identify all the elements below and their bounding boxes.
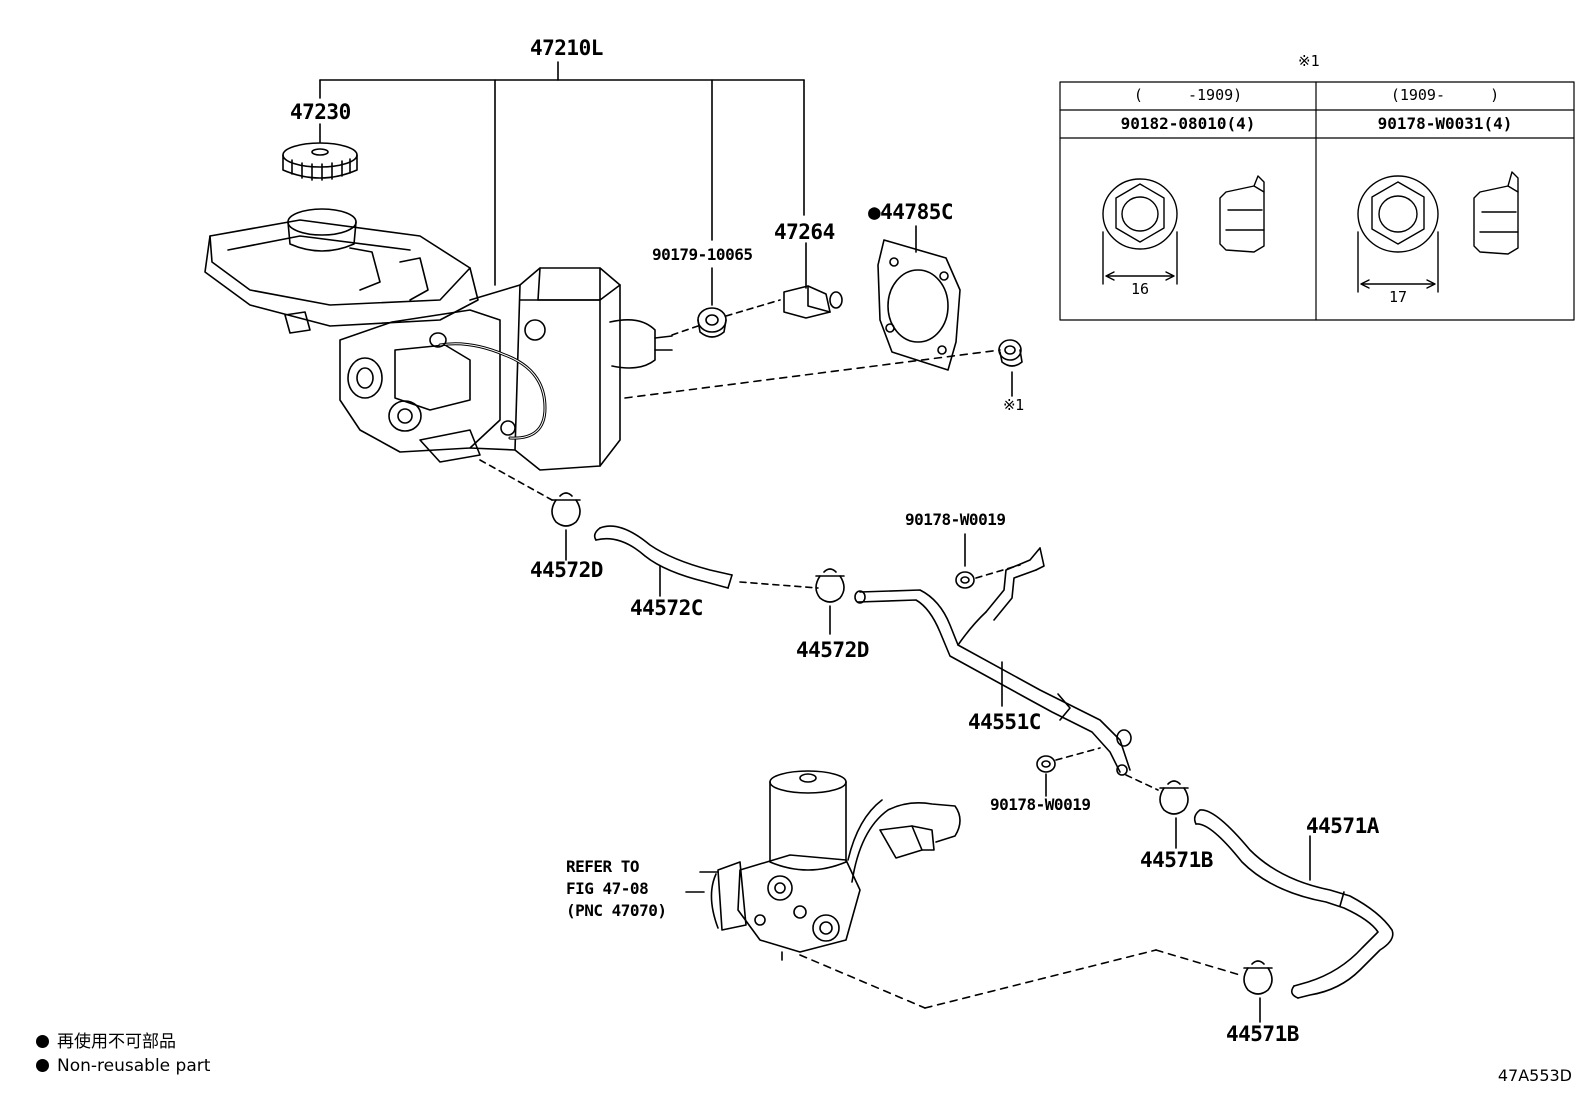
label-44551C: 44551C bbox=[968, 710, 1041, 734]
inset-col1-range: ( -1909) bbox=[1133, 86, 1243, 104]
label-44571B-1: 44571B bbox=[1140, 848, 1213, 872]
legend-text-2: Non-reusable part bbox=[57, 1056, 211, 1076]
legend-text-1: 再使用不可部品 bbox=[57, 1032, 176, 1052]
label-refer-fig: REFER TO FIG 47-08 (PNC 47070) bbox=[566, 857, 667, 920]
gasket-44785C bbox=[877, 225, 961, 371]
hose-44571A bbox=[1193, 809, 1394, 999]
label-44572D-2: 44572D bbox=[796, 638, 869, 662]
label-44571B-2: 44571B bbox=[1226, 1022, 1299, 1046]
label-47210L: 47210L bbox=[530, 36, 603, 60]
legend-line-2: Non-reusable part bbox=[36, 1058, 210, 1075]
pipe-44551C bbox=[854, 547, 1132, 776]
figure-ref: 47A553D bbox=[1497, 1066, 1572, 1085]
label-90179-10065: 90179-10065 bbox=[652, 245, 753, 264]
hose-44572C bbox=[593, 525, 733, 597]
inset-col2-part: 90178-W0031(4) bbox=[1377, 114, 1513, 133]
bullet-icon bbox=[36, 1035, 49, 1048]
brake-booster-assembly bbox=[204, 208, 673, 471]
inset-size-16: 16 bbox=[1130, 280, 1150, 298]
label-90178-W0019-1: 90178-W0019 bbox=[905, 510, 1006, 529]
inset-col2-range: (1909- ) bbox=[1390, 86, 1500, 104]
nut-90179-10065 bbox=[697, 307, 727, 338]
inset-table bbox=[1059, 81, 1575, 321]
flange-nut bbox=[998, 339, 1023, 397]
reservoir-cap bbox=[282, 142, 358, 181]
clamp-44572D-1 bbox=[551, 492, 581, 561]
label-44785C: ●44785C bbox=[868, 200, 954, 224]
leader-47210L bbox=[319, 61, 807, 306]
clamp-44571B-1 bbox=[1159, 780, 1189, 849]
inset-col1-part: 90182-08010(4) bbox=[1120, 114, 1256, 133]
inset-nut-16 bbox=[1102, 175, 1265, 285]
label-44572D-1: 44572D bbox=[530, 558, 603, 582]
label-44572C: 44572C bbox=[630, 596, 703, 620]
bolt-90178-W0019-2 bbox=[1036, 747, 1101, 797]
inset-nut-17 bbox=[1357, 171, 1519, 293]
clamp-44571B-2 bbox=[1243, 960, 1273, 1023]
bolt-90178-W0019-1 bbox=[955, 533, 1021, 589]
label-44571A: 44571A bbox=[1306, 814, 1379, 838]
legend-line-1: 再使用不可部品 bbox=[36, 1034, 176, 1051]
brake-actuator bbox=[699, 770, 961, 961]
label-mark-nut: ※1 bbox=[1003, 396, 1024, 414]
bracket-47264 bbox=[783, 285, 843, 319]
label-47230: 47230 bbox=[290, 100, 351, 124]
label-47264: 47264 bbox=[774, 220, 835, 244]
label-90178-W0019-2: 90178-W0019 bbox=[990, 795, 1091, 814]
inset-mark: ※1 bbox=[1298, 52, 1320, 70]
clamp-44572D-2 bbox=[815, 568, 845, 635]
inset-size-17: 17 bbox=[1388, 288, 1408, 306]
bullet-icon bbox=[36, 1059, 49, 1072]
